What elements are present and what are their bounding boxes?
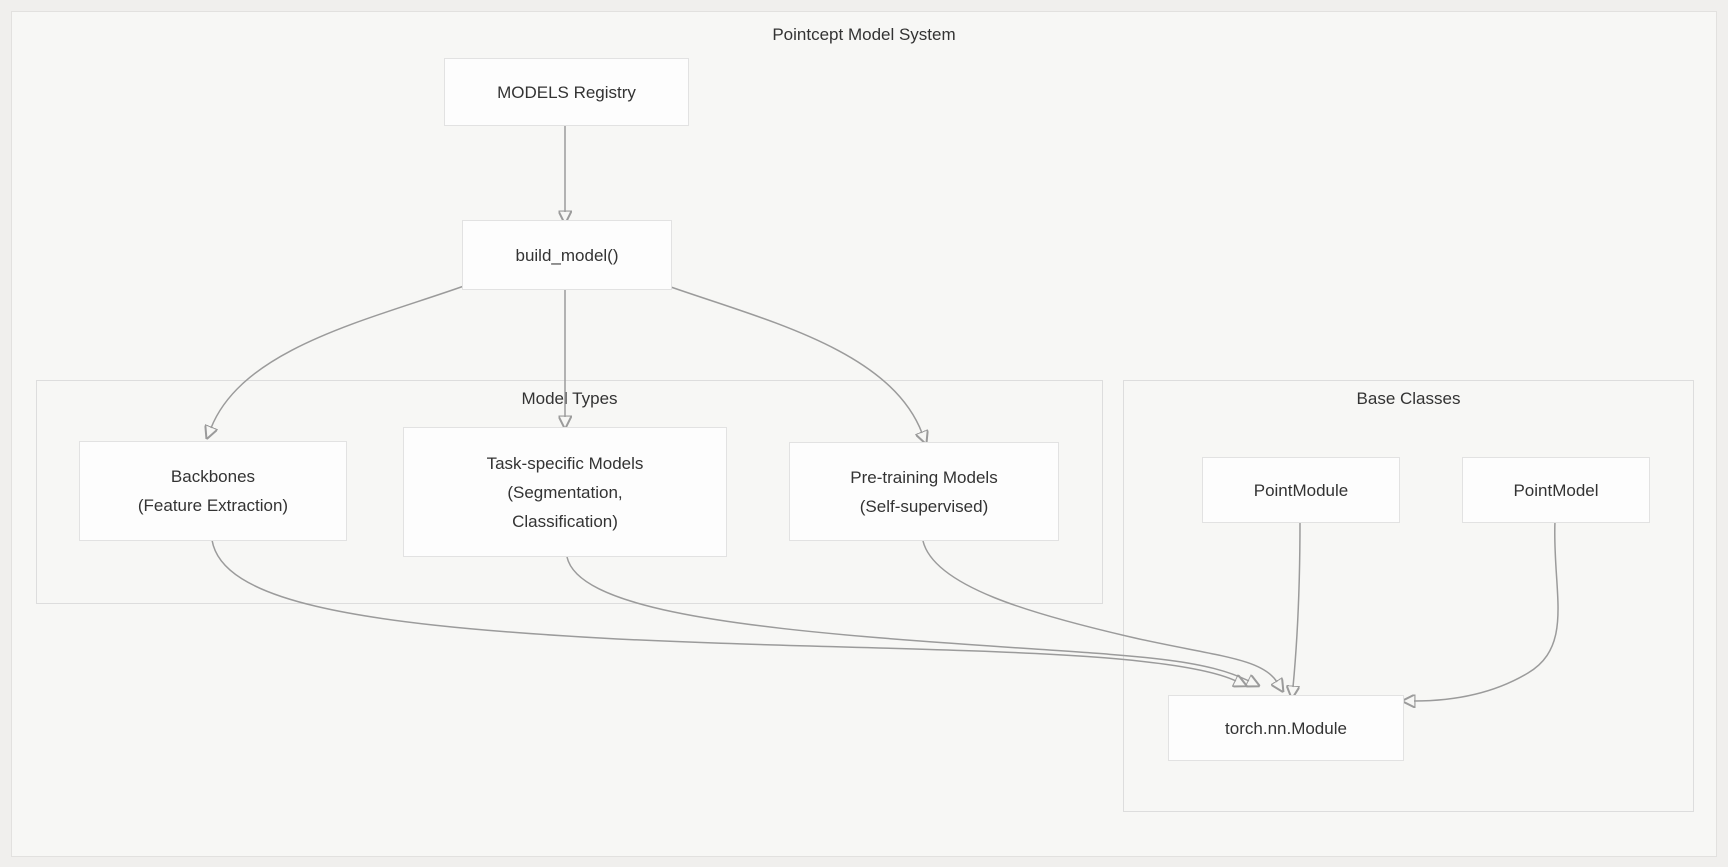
node-torch-nn-module: torch.nn.Module bbox=[1168, 695, 1404, 761]
node-point-module: PointModule bbox=[1202, 457, 1400, 523]
node-build-model: build_model() bbox=[462, 220, 672, 290]
node-pre-training-models: Pre-training Models (Self-supervised) bbox=[789, 442, 1059, 541]
diagram-canvas: Pointcept Model System bbox=[11, 11, 1717, 857]
node-task-specific-models: Task-specific Models (Segmentation, Clas… bbox=[403, 427, 727, 557]
diagram-title: Pointcept Model System bbox=[772, 25, 956, 44]
cluster-model-types-title: Model Types bbox=[521, 389, 618, 408]
node-point-model: PointModel bbox=[1462, 457, 1650, 523]
node-backbones: Backbones (Feature Extraction) bbox=[79, 441, 347, 541]
node-models-registry: MODELS Registry bbox=[444, 58, 689, 126]
cluster-base-classes-title: Base Classes bbox=[1356, 389, 1461, 408]
